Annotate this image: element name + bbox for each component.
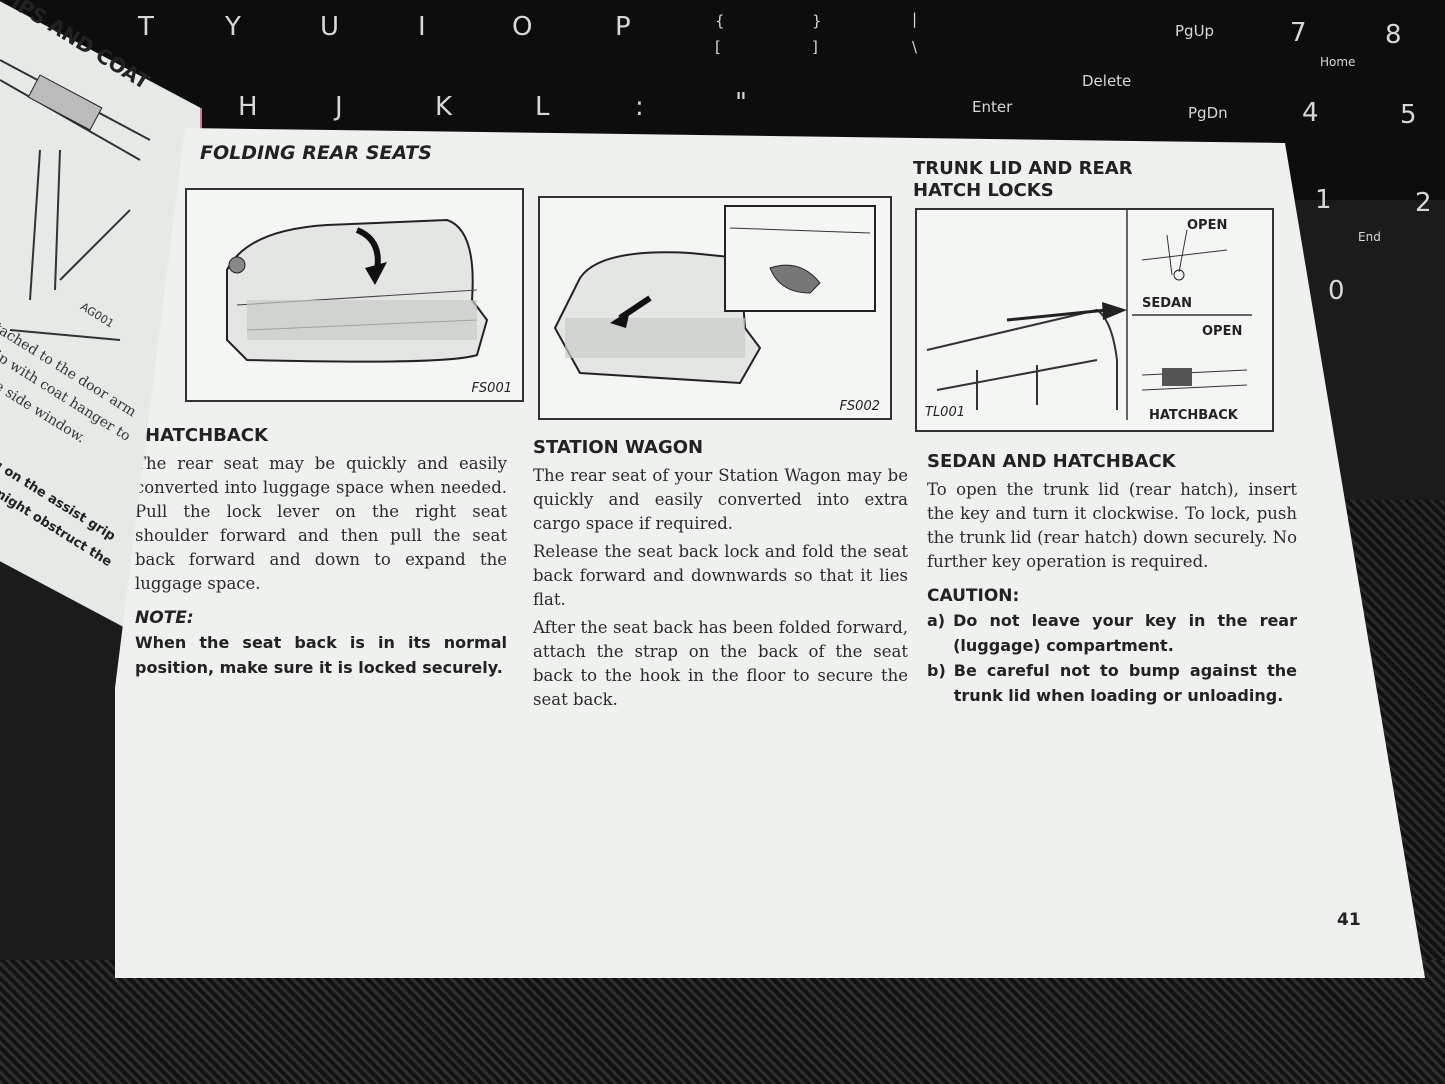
page-number: 41 [1337,910,1361,930]
key-7: 7 [1290,18,1307,48]
hatchback-column: HATCHBACK The rear seat may be quickly a… [135,424,507,680]
caution-item: b) Be careful not to bump against the tr… [927,658,1297,708]
label-hatchback: HATCHBACK [1149,408,1238,423]
caution-text: Do not leave your key in the rear (lugga… [953,611,1297,655]
key-pgup: PgUp [1175,22,1215,40]
key-0: 0 [1328,276,1345,306]
trunk-lock-illustration [926,210,1252,420]
paragraph: After the seat back has been folded forw… [533,618,908,709]
key-1: 1 [1315,185,1332,215]
key-home: Home [1320,55,1356,69]
key-pgdn: PgDn [1188,104,1228,122]
key-brace-close: } [812,12,822,30]
figure-code-fs001: FS001 [471,381,512,396]
key-delete: Delete [1082,72,1132,90]
figure-trunk-lock: OPEN SEDAN OPEN HATCHBACK TL001 [915,208,1274,432]
label-open-sedan: OPEN [1187,218,1228,233]
key-backslash: \ [912,38,918,56]
key-y: Y [225,12,241,42]
caution-marker: b) [927,661,946,680]
paragraph: Release the seat back lock and fold the … [533,542,908,609]
paragraph: The rear seat of your Station Wagon may … [533,466,908,533]
key-enter: Enter [972,98,1013,116]
heading-sedan-and-hatchback: SEDAN AND HATCHBACK [927,451,1176,472]
key-colon: : [635,92,644,122]
trunk-text: To open the trunk lid (rear hatch), inse… [927,480,1297,571]
figure-code-tl001: TL001 [925,405,965,420]
key-8: 8 [1385,20,1402,50]
figure-code-fs002: FS002 [839,399,880,414]
note-label: NOTE: [135,608,194,628]
note-text: When the seat back is in its normal posi… [135,633,507,677]
key-quote: " [735,88,747,118]
caution-item: a) Do not leave your key in the rear (lu… [927,608,1297,658]
key-bracket-open: [ [715,38,721,56]
title-line: HATCH LOCKS [913,180,1054,201]
station-wagon-column: STATION WAGON The rear seat of your Stat… [533,436,908,716]
key-u: U [320,12,340,42]
key-2: 2 [1415,188,1432,218]
manual-page: FOLDING REAR SEATS FS001 F [115,128,1425,978]
station-wagon-seat-illustration [553,205,876,385]
section-title-folding-rear-seats: FOLDING REAR SEATS [200,142,432,164]
key-bracket-close: ] [812,38,818,56]
hatchback-text: The rear seat may be quickly and easily … [135,454,507,593]
key-l: L [535,92,550,122]
key-brace-open: { [715,12,725,30]
key-t: T [138,12,154,42]
key-pipe: | [912,10,918,28]
key-o: O [512,12,533,42]
label-sedan: SEDAN [1142,296,1192,311]
key-i: I [418,12,426,42]
key-4: 4 [1302,98,1319,128]
key-k: K [435,92,453,122]
key-end: End [1358,230,1381,244]
section-title-trunk-lid: TRUNK LID AND REAR HATCH LOCKS [913,158,1133,202]
figure-hatchback-seat: FS001 [185,188,524,402]
figure-station-wagon-seat: FS002 [538,196,892,420]
caution-list: a) Do not leave your key in the rear (lu… [927,608,1297,708]
key-j: J [335,92,343,122]
heading-station-wagon: STATION WAGON [533,437,704,458]
left-page-illustration [0,59,151,341]
rear-seat-illustration [226,218,489,363]
title-line: TRUNK LID AND REAR [913,158,1133,179]
label-open-hatchback: OPEN [1202,324,1243,339]
caution-label: CAUTION: [927,586,1020,606]
key-5: 5 [1400,100,1417,130]
caution-marker: a) [927,611,946,630]
key-p: P [615,12,631,42]
caution-text: Be careful not to bump against the trunk… [953,661,1297,705]
station-wagon-text: The rear seat of your Station Wagon may … [533,464,908,716]
heading-hatchback: HATCHBACK [145,425,268,446]
trunk-column: SEDAN AND HATCHBACK To open the trunk li… [927,450,1297,708]
desk-mat-bottom [0,960,1445,1084]
key-h: H [238,92,258,122]
